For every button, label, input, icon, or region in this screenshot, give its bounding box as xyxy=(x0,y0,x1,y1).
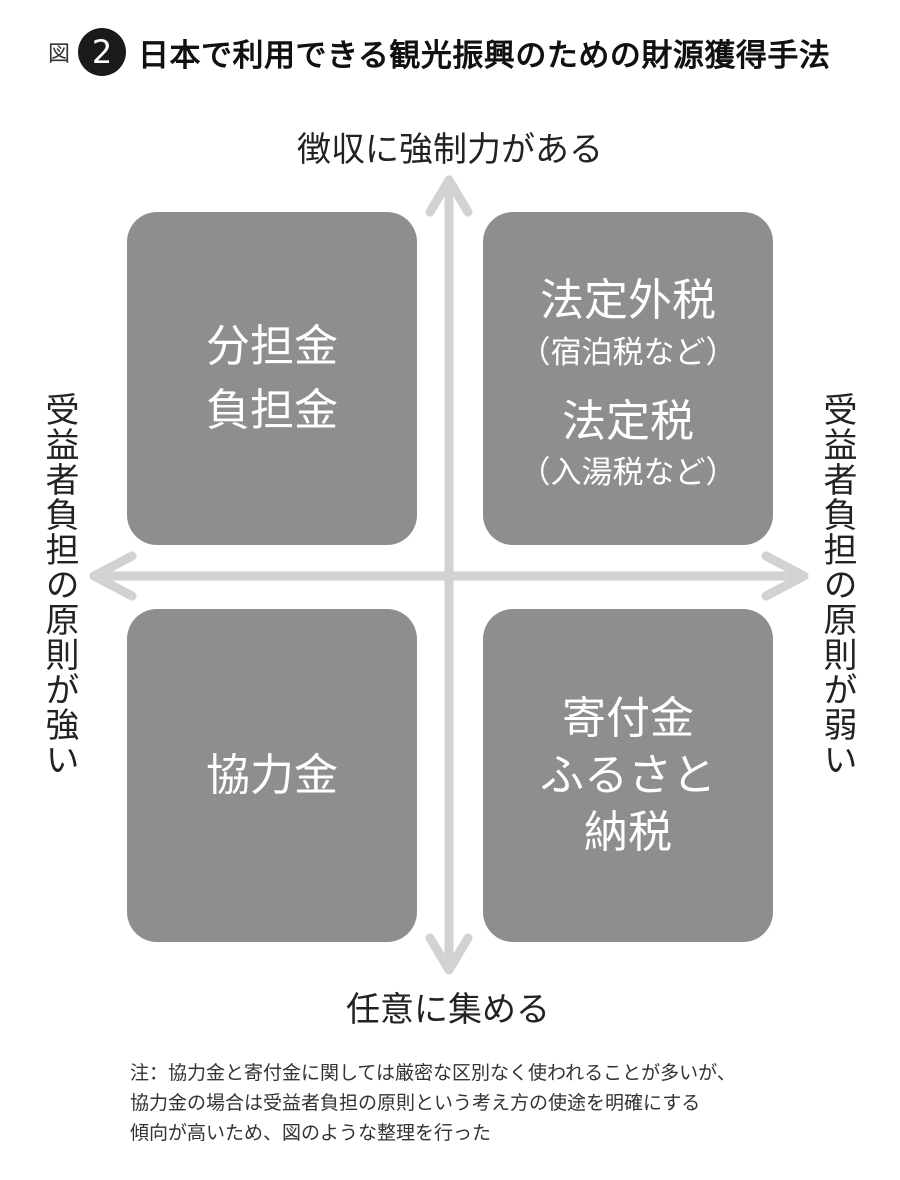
quadrant-bottom-right: 寄付金 ふるさと 納税 xyxy=(483,609,773,942)
figure-header: 図 2 日本で利用できる観光振興のための財源獲得手法 xyxy=(48,22,830,82)
arrow-head-down xyxy=(425,933,473,975)
footnote: 注：協力金と寄付金に関しては厳密な区別なく使われることが多いが、 協力金の場合は… xyxy=(130,1058,736,1148)
quadrant-subtext: （入湯税など） xyxy=(519,455,737,492)
axis-label-left: 受益者負担の原則が強い xyxy=(39,392,79,777)
arrow-head-left xyxy=(89,551,137,601)
quadrant-subtext: （宿泊税など） xyxy=(519,335,737,372)
footnote-line: 注：協力金と寄付金に関しては厳密な区別なく使われることが多いが、 xyxy=(130,1062,736,1084)
quadrant-text: 寄付金 xyxy=(562,692,694,744)
quadrant-text: 負担金 xyxy=(206,384,338,436)
quadrant-top-right: 法定外税 （宿泊税など） 法定税 （入湯税など） xyxy=(483,212,773,545)
axis-label-top: 徴収に強制力がある xyxy=(297,130,603,170)
quadrant-text: ふるさと xyxy=(540,749,716,801)
axis-label-right: 受益者負担の原則が弱い xyxy=(817,392,857,777)
arrow-head-right xyxy=(761,551,809,601)
quadrant-text: 法定税 xyxy=(562,395,694,447)
footnote-line: 協力金の場合は受益者負担の原則という考え方の使途を明確にする xyxy=(130,1092,701,1114)
figure-number-badge: 2 xyxy=(78,28,127,76)
figure-title: 日本で利用できる観光振興のための財源獲得手法 xyxy=(138,37,831,74)
quadrant-text: 法定外税 xyxy=(540,275,716,327)
quadrant-top-left: 分担金 負担金 xyxy=(127,212,417,545)
quadrant-text: 協力金 xyxy=(206,749,338,801)
figure-prefix: 図 xyxy=(48,42,71,67)
quadrant-bottom-left: 協力金 xyxy=(127,609,417,942)
quadrant-text: 納税 xyxy=(584,807,672,859)
arrow-head-up xyxy=(425,175,473,217)
footnote-line: 傾向が高いため、図のような整理を行った xyxy=(130,1122,492,1144)
quadrant-text: 分担金 xyxy=(206,320,338,372)
axis-label-bottom: 任意に集める xyxy=(346,990,550,1030)
